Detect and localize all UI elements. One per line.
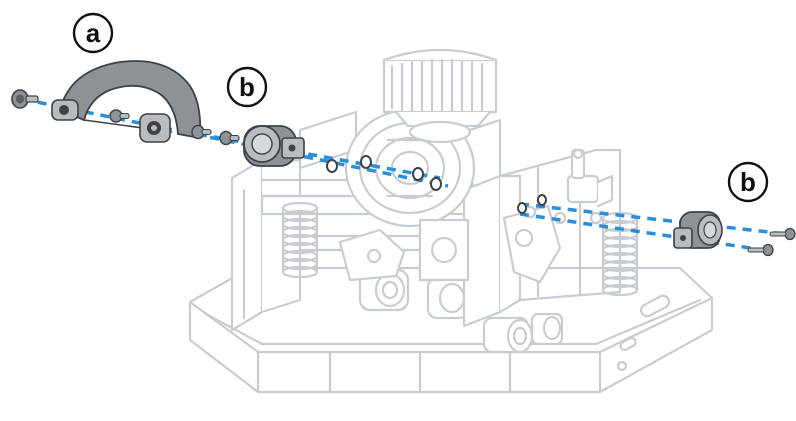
screw-a-mount <box>109 109 130 123</box>
screw-b-left-1 <box>191 124 212 140</box>
top-motor <box>382 48 498 144</box>
callout-b-right: b <box>727 161 769 203</box>
assembly-axis-lines <box>21 97 787 252</box>
axis-line-right-upper <box>519 202 787 236</box>
callout-b-right-label: b <box>740 167 756 197</box>
callout-a-label: a <box>86 18 101 48</box>
axis-washers-right <box>517 194 547 214</box>
part-a-shield-bracket <box>51 60 202 143</box>
left-spring <box>281 201 319 279</box>
screw-b-left-2 <box>219 130 240 146</box>
part-b-left-bearing <box>243 125 305 167</box>
base-plate <box>188 266 714 394</box>
callout-b-left-label: b <box>239 72 255 102</box>
callout-b-left: b <box>226 66 268 108</box>
axis-washers-left <box>326 155 442 191</box>
screw-b-right-2 <box>747 243 774 257</box>
part-b-right-bearing <box>673 211 723 249</box>
callout-a: a <box>72 12 114 54</box>
screw-left <box>11 89 39 109</box>
axis-line-left-inner <box>197 132 441 180</box>
center-cam <box>338 204 562 284</box>
joystick-gimbal-assembly <box>188 48 714 394</box>
screw-b-right-1 <box>769 227 796 241</box>
axis-line-left-outer <box>21 97 449 188</box>
